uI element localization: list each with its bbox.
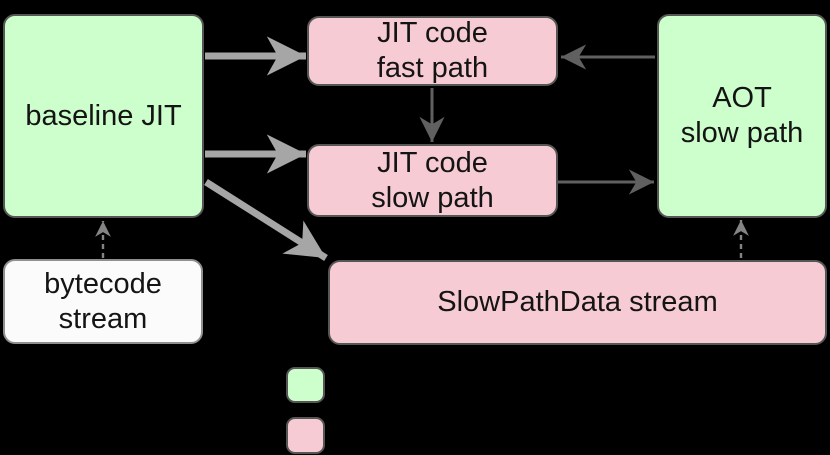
node-jit-fast-label-line2: fast path	[376, 52, 489, 84]
legend-pink-swatch	[286, 417, 325, 454]
node-bytecode-stream: bytecode stream	[3, 259, 203, 344]
node-bytecode-label-line1: bytecode	[44, 267, 162, 300]
node-slowpathdata-stream: SlowPathData stream	[328, 260, 827, 345]
node-aot-slow-path: AOT slow path	[657, 14, 827, 218]
node-bytecode-label-line2: stream	[58, 302, 148, 335]
node-aot-label-line1: AOT	[712, 82, 772, 114]
node-jit-fast-label-line1: JIT code	[377, 17, 488, 49]
legend-green-swatch	[286, 367, 325, 403]
node-baseline-jit-label: baseline JIT	[25, 99, 182, 132]
node-jit-slow-label-line2: slow path	[371, 181, 494, 214]
node-jit-slow-label-line1: JIT code	[377, 146, 488, 179]
node-jit-code-slow-path: JIT code slow path	[307, 144, 558, 217]
node-jit-code-fast-path: JIT code fast path	[307, 16, 558, 86]
node-aot-label-line2: slow path	[680, 117, 804, 149]
node-slowpathdata-label: SlowPathData stream	[437, 286, 718, 318]
node-baseline-jit: baseline JIT	[3, 14, 204, 218]
